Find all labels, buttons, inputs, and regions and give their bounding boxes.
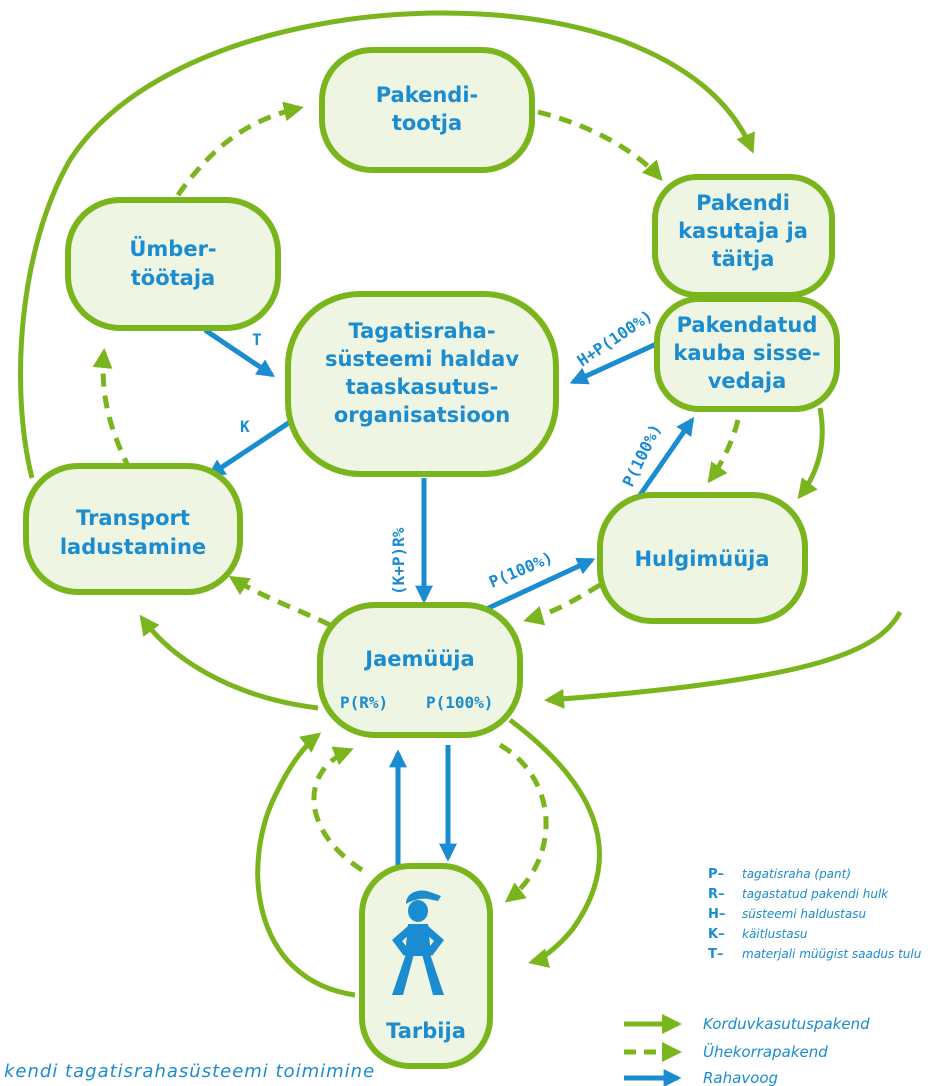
flow-jaemuuja-to-tarbija-dashed bbox=[498, 742, 549, 903]
legend-key-r: R– bbox=[708, 887, 725, 902]
legend-key-p: P– bbox=[708, 867, 724, 882]
legend-definitions: P– tagatisraha (pant) R– tagastatud pake… bbox=[708, 867, 922, 962]
flow-p100-hulgimuuja-to-sissevedaja bbox=[637, 417, 695, 497]
node-tarbija-label: Tarbija bbox=[386, 1019, 466, 1043]
node-pakendatud-kauba-line3: vedaja bbox=[708, 369, 787, 393]
node-pakendi-tootja-line2: tootja bbox=[392, 111, 462, 135]
legend-desc-p: tagatisraha (pant) bbox=[742, 867, 851, 881]
person-cap-icon bbox=[392, 890, 444, 995]
legend-desc-h: süsteemi haldustasu bbox=[742, 907, 866, 921]
node-tarbija: Tarbija bbox=[359, 863, 493, 1069]
flow-hulgimuuja-to-jaemuuja-dashed bbox=[523, 582, 602, 626]
flow-hp100-sissevedaja-to-org bbox=[569, 337, 667, 385]
node-haldav-org-line1: Tagatisraha- bbox=[348, 319, 495, 343]
flow-t-umbertootaja-to-org bbox=[203, 327, 275, 378]
flow-sissevedaja-to-hulgimuuja-dashed bbox=[707, 419, 741, 484]
node-pakendatud-kauba-line2: kauba sisse- bbox=[673, 341, 820, 365]
node-umbertootaja-line2: töötaja bbox=[131, 266, 215, 290]
node-haldav-org-line3: taaskasutus- bbox=[346, 375, 499, 399]
figure-caption: kendi tagatisrahasüsteemi toimimine bbox=[4, 1061, 375, 1082]
flow-p100-jaemuuja-to-hulgimuuja bbox=[478, 557, 596, 615]
flow-transport-to-umbertootaja bbox=[92, 348, 133, 472]
flow-sissevedaja-to-hulgimuuja bbox=[797, 407, 825, 500]
label-kpr: (K+P)R% bbox=[389, 527, 408, 595]
node-pakendatud-kauba-line1: Pakendatud bbox=[677, 313, 818, 337]
flow-tarbija-to-jaemuuja bbox=[255, 732, 356, 998]
flow-tootja-to-kasutaja bbox=[537, 109, 663, 181]
label-p100-hulgi-sisse: P(100%) bbox=[619, 421, 666, 490]
flow-tarbija-to-jaemuuja-dashed bbox=[311, 746, 364, 873]
flow-jaemuuja-to-tarbija bbox=[508, 718, 602, 968]
legend-label-single-use: Ühekorrapakend bbox=[703, 1042, 828, 1061]
legend-label-money: Rahavoog bbox=[703, 1069, 778, 1086]
node-umbertootaja: Ümber- töötaja bbox=[65, 197, 281, 331]
node-haldav-org-line2: süsteemi haldav bbox=[325, 347, 519, 371]
flow-k-org-to-transport bbox=[206, 419, 292, 478]
node-pakendi-kasutaja-line1: Pakendi bbox=[696, 191, 790, 215]
node-jaemuuja-line1: Jaemüüja bbox=[363, 647, 474, 671]
legend-desc-r: tagastatud pakendi hulk bbox=[742, 887, 889, 901]
flow-jaemuuja-to-transport-dashed bbox=[228, 575, 332, 628]
node-hulgimuuja: Hulgimüüja bbox=[597, 492, 808, 624]
node-pakendi-tootja: Pakendi- tootja bbox=[319, 47, 535, 173]
node-pakendi-kasutaja: Pakendi kasutaja ja täitja bbox=[652, 174, 835, 298]
reusable-flows bbox=[18, 10, 903, 998]
node-pakendi-kasutaja-line3: täitja bbox=[712, 247, 775, 271]
node-hulgimuuja-line1: Hulgimüüja bbox=[634, 547, 769, 571]
legend-label-reusable: Korduvkasutuspakend bbox=[703, 1015, 870, 1033]
flow-jaemuuja-to-transport bbox=[139, 614, 319, 711]
jaemuuja-sublabel-left: P(R%) bbox=[340, 693, 388, 712]
flow-umbertootaja-to-tootja bbox=[175, 101, 304, 197]
node-haldav-org: Tagatisraha- süsteemi haldav taaskasutus… bbox=[285, 291, 559, 477]
jaemuuja-sublabel-right: P(100%) bbox=[426, 693, 493, 712]
legend-key-k: K– bbox=[708, 927, 725, 942]
node-jaemuuja: Jaemüüja P(R%) P(100%) bbox=[317, 602, 523, 738]
label-k: K bbox=[240, 417, 250, 436]
legend-flows: Korduvkasutuspakend Ühekorrapakend Rahav… bbox=[624, 1014, 870, 1086]
label-t: T bbox=[252, 330, 262, 349]
label-p100-jae-hulgi: P(100%) bbox=[486, 548, 556, 592]
node-transport-line1: Transport bbox=[76, 506, 190, 530]
single-use-flows bbox=[92, 101, 741, 903]
money-flows bbox=[203, 327, 695, 878]
node-transport-line2: ladustamine bbox=[60, 535, 206, 559]
node-pakendatud-kauba: Pakendatud kauba sisse- vedaja bbox=[654, 296, 840, 412]
node-haldav-org-line4: organisatsioon bbox=[334, 403, 510, 427]
flow-transport-to-kasutaja bbox=[18, 10, 755, 479]
legend-key-t: T– bbox=[708, 947, 723, 962]
legend-desc-k: käitlustasu bbox=[742, 927, 808, 941]
node-umbertootaja-line1: Ümber- bbox=[129, 236, 216, 261]
legend-key-h: H– bbox=[708, 907, 725, 922]
node-pakendi-tootja-line1: Pakendi- bbox=[376, 83, 479, 107]
legend-desc-t: materjali müügist saadus tulu bbox=[742, 947, 922, 961]
node-pakendi-kasutaja-line2: kasutaja ja bbox=[678, 219, 808, 243]
flow-hulgimuuja-to-jaemuuja bbox=[544, 610, 903, 709]
node-transport: Transport ladustamine bbox=[23, 463, 243, 595]
